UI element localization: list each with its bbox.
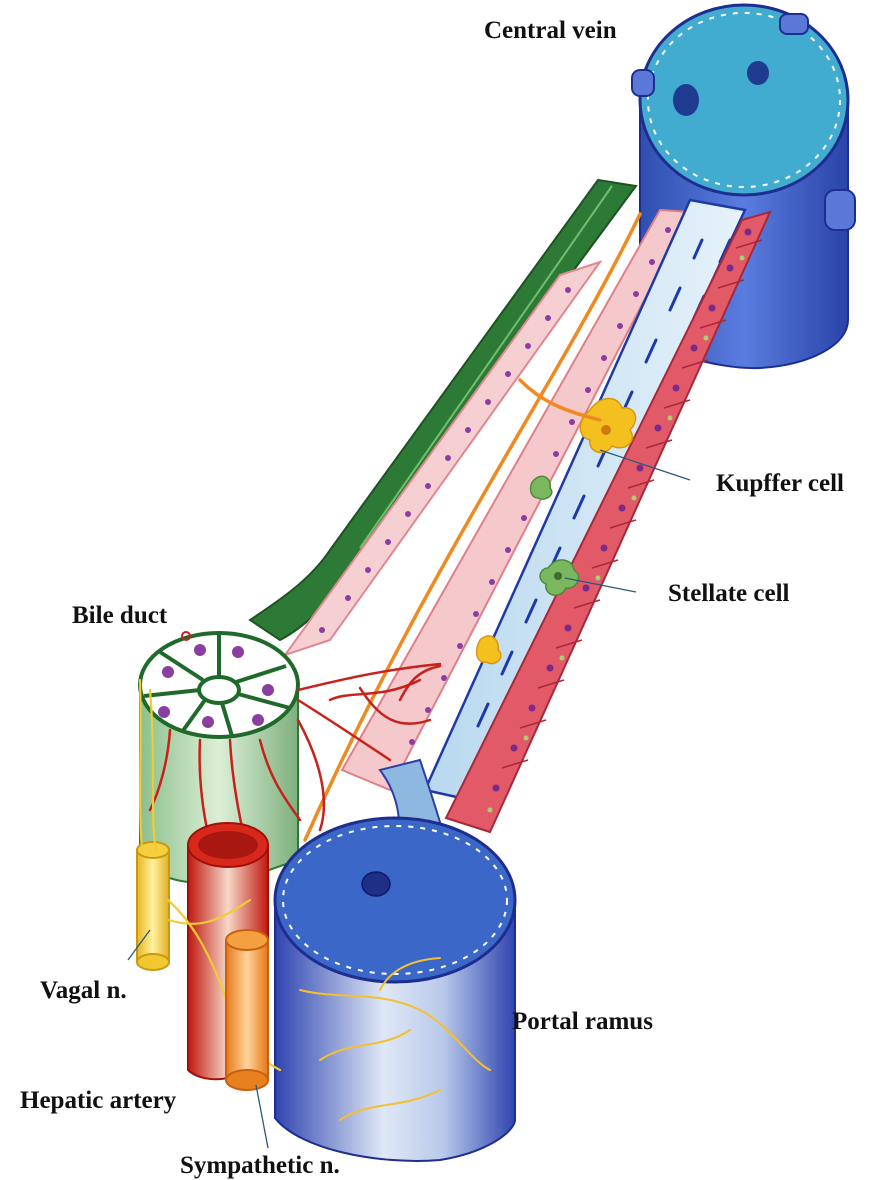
label-vagal-n: Vagal n. bbox=[40, 977, 127, 1004]
stellate-cell-small bbox=[531, 476, 552, 499]
label-bile-duct: Bile duct bbox=[72, 602, 168, 629]
label-portal-ramus: Portal ramus bbox=[512, 1008, 653, 1035]
label-stellate-cell: Stellate cell bbox=[668, 580, 790, 607]
sinusoid bbox=[425, 200, 745, 800]
sympathetic-leader bbox=[256, 1085, 268, 1148]
central-vein-branch-top bbox=[780, 14, 808, 34]
label-kupffer-cell: Kupffer cell bbox=[716, 470, 844, 497]
sympathetic-nerve bbox=[226, 930, 268, 1090]
label-central-vein: Central vein bbox=[484, 17, 617, 44]
central-vein-branch-left bbox=[632, 70, 654, 96]
label-hepatic-artery: Hepatic artery bbox=[20, 1087, 177, 1114]
central-vein-branch-right bbox=[825, 190, 855, 230]
label-sympathetic-n: Sympathetic n. bbox=[180, 1152, 340, 1179]
